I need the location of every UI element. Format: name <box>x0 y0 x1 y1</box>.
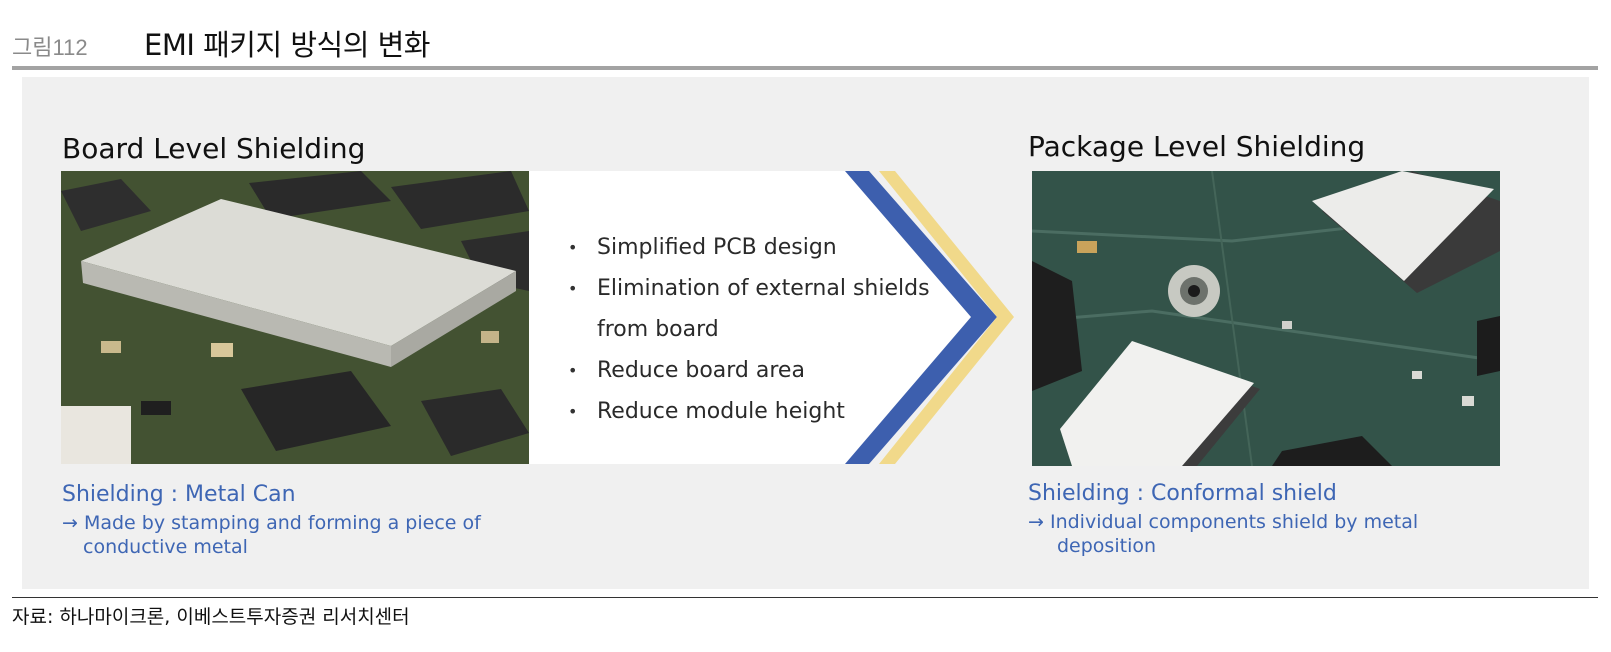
benefit-item: •Reduce module height <box>568 391 988 432</box>
figure-header: 그림112 EMI 패키지 방식의 변화 <box>12 18 1598 64</box>
benefit-item: •Reduce board area <box>568 350 988 391</box>
benefits-arrow <box>529 171 1014 464</box>
metal-can-photo <box>61 171 529 464</box>
figure-panel: Board Level Shielding Shielding : Metal <box>22 77 1589 589</box>
figure-title: EMI 패키지 방식의 변화 <box>144 28 431 62</box>
bullet-dot: • <box>568 279 578 298</box>
bullet-dot: • <box>568 361 578 380</box>
benefit-item: •Simplified PCB design <box>568 227 988 268</box>
package-level-heading: Package Level Shielding <box>1028 130 1366 163</box>
metal-can-caption-line1: → Made by stamping and forming a piece o… <box>62 512 481 534</box>
metal-can-caption-title: Shielding : Metal Can <box>62 482 296 507</box>
conformal-caption-line1: → Individual components shield by metal <box>1028 511 1419 533</box>
board-level-heading: Board Level Shielding <box>62 132 366 165</box>
source-note: 자료: 하나마이크론, 이베스트투자증권 리서치센터 <box>12 606 410 628</box>
conformal-caption-title: Shielding : Conformal shield <box>1028 481 1337 506</box>
benefit-item: •Elimination of external shields <box>568 268 988 309</box>
footer-rule <box>12 597 1598 598</box>
figure-number: 그림112 <box>12 35 88 60</box>
bullet-dot: • <box>568 238 578 257</box>
metal-can-caption-line2: conductive metal <box>83 536 248 558</box>
bullet-dot: • <box>568 402 578 421</box>
conformal-shield-photo <box>1032 171 1500 466</box>
header-rule <box>12 66 1598 70</box>
benefit-item-continuation: from board <box>597 317 719 342</box>
conformal-caption-line2: deposition <box>1057 535 1157 557</box>
benefit-list: •Simplified PCB design •Elimination of e… <box>568 227 988 432</box>
